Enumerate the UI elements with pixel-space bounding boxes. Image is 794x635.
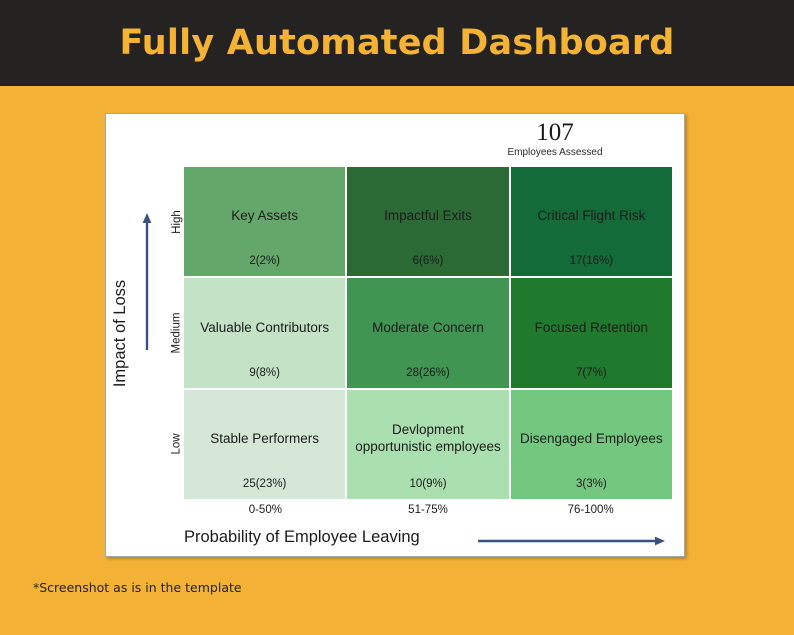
matrix-cell-label: Disengaged Employees (520, 430, 663, 446)
y-axis-tick-label: High (170, 210, 183, 235)
matrix-cell-stable-performers[interactable]: Stable Performers 25(23%) (184, 389, 346, 499)
matrix-cell-value: 28(26%) (406, 366, 450, 379)
matrix-cell-value: 10(9%) (409, 478, 447, 490)
x-axis-arrow-icon (476, 534, 666, 548)
dashboard-card: 107 Employees Assessed Impact of Loss Hi… (105, 113, 685, 557)
x-axis-tick-0-50: 0-50% (248, 504, 282, 516)
header-band: Fully Automated Dashboard (0, 0, 794, 86)
matrix-cell-value: 2(2%) (249, 255, 280, 268)
footnote: *Screenshot as is in the template (33, 580, 242, 595)
x-axis-tick-76-100: 76-100% (567, 504, 614, 516)
matrix-cell-label: Impactful Exits (384, 208, 472, 224)
y-axis-tick-label: Low (170, 433, 183, 455)
page-title: Fully Automated Dashboard (119, 23, 675, 63)
y-axis-title-text: Impact of Loss (111, 279, 130, 387)
matrix-cell-critical-flight-risk[interactable]: Critical Flight Risk 17(16%) (510, 167, 672, 277)
matrix-cell-label: Stable Performers (210, 430, 320, 446)
matrix-cell-valuable-contributors[interactable]: Valuable Contributors 9(8%) (184, 278, 346, 388)
matrix-cell-label: Key Assets (231, 208, 299, 224)
matrix-cell-moderate-concern[interactable]: Moderate Concern 28(26%) (347, 278, 509, 388)
matrix-cell-value: 17(16%) (569, 255, 614, 268)
y-axis-title: Impact of Loss (110, 167, 132, 499)
matrix-cell-label: Valuable Contributors (200, 319, 330, 335)
matrix-cell-disengaged-employees[interactable]: Disengaged Employees 3(3%) (510, 389, 672, 499)
matrix-cell-label: Moderate Concern (372, 319, 484, 335)
matrix-cell-label: Focused Retention (534, 319, 648, 335)
y-axis-ticks: High Medium Low (156, 167, 182, 499)
x-axis-title: Probability of Employee Leaving (184, 528, 420, 546)
matrix-cell-label: Devlopment opportunistic employees (355, 422, 501, 455)
x-axis-tick-51-75: 51-75% (408, 504, 448, 516)
matrix-cell-value: 6(6%) (412, 255, 444, 268)
matrix-cell-focused-retention[interactable]: Focused Retention 7(7%) (510, 278, 672, 388)
y-axis-arrow-icon (140, 212, 154, 352)
matrix-cell-value: 25(23%) (242, 478, 287, 490)
kpi-value: 107 (536, 119, 574, 146)
matrix-cell-key-assets[interactable]: Key Assets 2(2%) (184, 167, 346, 277)
kpi-label: Employees Assessed (507, 147, 603, 159)
matrix-cell-development-opportunistic[interactable]: Devlopment opportunistic employees 10(9%… (347, 389, 509, 499)
matrix-cell-value: 3(3%) (575, 478, 607, 490)
matrix-cell-value: 7(7%) (575, 366, 607, 379)
risk-matrix-grid: Key Assets 2(2%) Impactful Exits 6(6%) C… (184, 167, 672, 499)
x-axis-ticks: 0-50% 51-75% 76-100% (184, 504, 672, 516)
kpi-employees-assessed: 107 Employees Assessed (470, 119, 640, 159)
matrix-cell-label: Critical Flight Risk (537, 208, 646, 224)
matrix-cell-value: 9(8%) (249, 366, 280, 379)
matrix-cell-impactful-exits[interactable]: Impactful Exits 6(6%) (347, 167, 509, 277)
y-axis-tick-label: Medium (170, 312, 183, 354)
